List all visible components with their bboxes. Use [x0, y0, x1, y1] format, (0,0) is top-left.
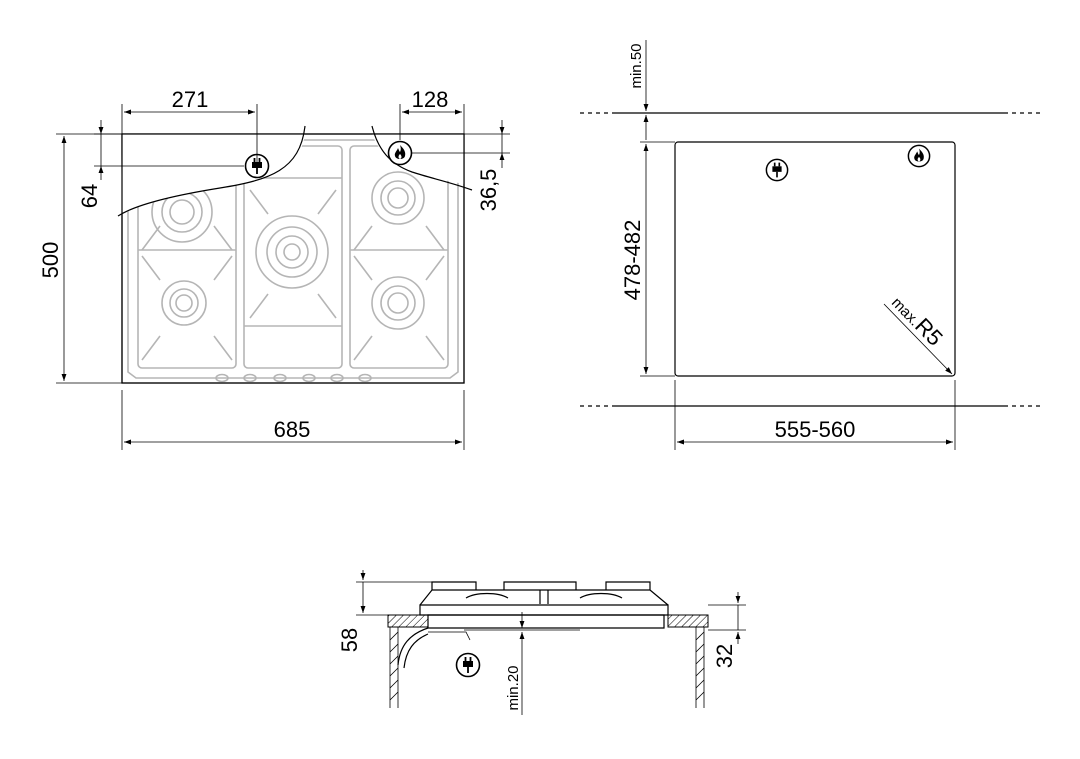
dim-64-label: 64	[77, 184, 102, 208]
radius-leader	[883, 303, 953, 375]
dim-32-label: 32	[712, 644, 737, 668]
cutaway-right	[372, 134, 464, 184]
dim-478-482-label: 478-482	[620, 220, 645, 301]
burner-center	[255, 215, 329, 289]
plug-icon-cutout	[765, 158, 789, 182]
dim-36-5-label: 36,5	[476, 169, 501, 212]
control-knobs	[215, 373, 372, 383]
cabinet-wall-right	[695, 627, 705, 708]
cutout-outline	[674, 141, 956, 377]
gas-pipe	[397, 627, 429, 669]
grate-profile	[431, 581, 651, 590]
gas-flame-icon-cutout	[907, 144, 931, 168]
dim-555-560-label: 555-560	[775, 417, 856, 442]
cutaway-left-edge	[117, 125, 306, 217]
min-50-label: min.50	[628, 43, 645, 88]
hob-body	[427, 614, 665, 629]
burner-front-right	[371, 276, 425, 330]
dim-500-label: 500	[38, 242, 63, 279]
dim-685-label: 685	[274, 417, 311, 442]
hob-top-plate	[419, 604, 669, 616]
hob-outline-top	[121, 133, 465, 384]
top-view: 271 128 64 36,5 500 685	[38, 87, 510, 450]
dim-128-label: 128	[412, 87, 449, 112]
dim-271-label: 271	[172, 87, 209, 112]
cabinet-wall-left	[389, 627, 399, 708]
worktop-left	[387, 614, 429, 628]
side-view: 58 32 min.20	[337, 570, 746, 715]
plug-icon-side	[455, 652, 481, 678]
burner-front-left	[161, 280, 207, 326]
cutout-view: min.50 478-482 555-560 max. R5	[580, 40, 1040, 450]
cutaway-right-edge	[371, 125, 473, 191]
burner-rear-right	[371, 171, 425, 225]
min-20-label: min.20	[505, 665, 522, 710]
radius-label: max. R5	[888, 294, 948, 350]
dim-58-label: 58	[337, 628, 362, 652]
worktop-right	[667, 614, 709, 628]
gas-flame-icon	[387, 140, 413, 166]
